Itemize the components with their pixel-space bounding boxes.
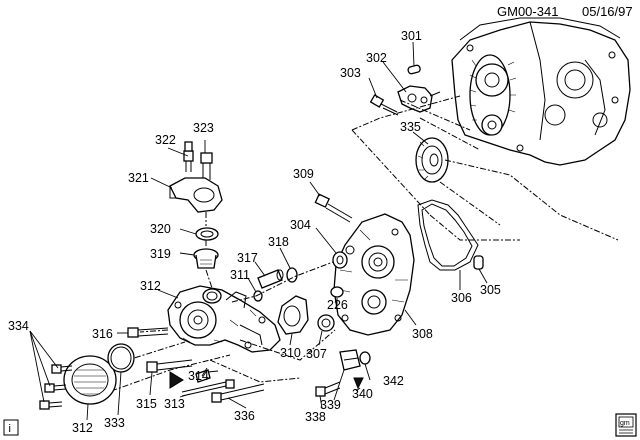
svg-text:gm: gm (620, 420, 630, 427)
arrow-340 (353, 377, 364, 390)
label-226: 226 (327, 298, 348, 312)
label-320: 320 (150, 222, 171, 236)
part-302-tensioner (397, 85, 441, 113)
part-315-stud (146, 359, 193, 373)
label-323: 323 (193, 121, 214, 135)
svg-text:i: i (9, 423, 11, 435)
label-309: 309 (293, 167, 314, 181)
part-323-bolt (200, 152, 213, 180)
label-334: 334 (8, 319, 29, 333)
label-333: 333 (104, 416, 125, 430)
doc-id: GM00-341 (497, 4, 558, 19)
label-310: 310 (280, 346, 301, 360)
label-307: 307 (306, 347, 327, 361)
part-305-dowel (473, 255, 484, 270)
part-338-bolt (315, 381, 341, 397)
label-317: 317 (237, 251, 258, 265)
part-342-oring (359, 351, 371, 365)
gm-logo-icon: gm (615, 413, 637, 437)
info-icon: i (3, 419, 19, 436)
label-313: 313 (164, 397, 185, 411)
part-310-gasket (277, 295, 309, 335)
part-320-gasket (195, 227, 219, 241)
part-317-pipe (257, 269, 284, 289)
label-301: 301 (401, 29, 422, 43)
label-304: 304 (290, 218, 311, 232)
part-303-bolt (369, 94, 399, 116)
label-314: 314 (188, 369, 209, 383)
label-321: 321 (128, 171, 149, 185)
label-315: 315 (136, 397, 157, 411)
part-labels: 301 302 303 335 322 323 321 309 304 320 … (8, 29, 501, 435)
part-318-oring (286, 267, 298, 283)
leader-lines-top (351, 95, 619, 241)
part-312-water-pump (167, 285, 281, 353)
label-342: 342 (383, 374, 404, 388)
part-334-bolts (39, 364, 73, 410)
part-336-bolt (211, 383, 265, 403)
part-308-front-cover (333, 213, 415, 336)
arrow-314 (169, 371, 184, 389)
part-306-gasket (417, 199, 479, 271)
label-338: 338 (305, 410, 326, 424)
label-318: 318 (268, 235, 289, 249)
part-307-seal (317, 314, 335, 332)
part-316-bolt (127, 327, 169, 338)
label-303: 303 (340, 66, 361, 80)
part-335-sprocket (415, 137, 449, 183)
part-309-bolt (314, 193, 353, 223)
part-333-gasket (107, 343, 135, 373)
engine-block (451, 17, 631, 166)
label-312-lower: 312 (72, 421, 93, 435)
callout-lines (29, 41, 488, 421)
label-308: 308 (412, 327, 433, 341)
label-340: 340 (352, 387, 373, 401)
label-311: 311 (230, 268, 250, 282)
label-319: 319 (150, 247, 171, 261)
part-312-pump-cover (63, 355, 117, 405)
label-339: 339 (320, 398, 341, 412)
part-304-seal (332, 251, 348, 269)
label-336: 336 (234, 409, 255, 423)
part-321-thermostat-housing (169, 177, 223, 213)
part-319-thermostat (193, 248, 219, 269)
part-226-plug (330, 286, 344, 298)
doc-date: 05/16/97 (582, 4, 633, 19)
part-311-oring (253, 290, 263, 302)
leader-lines-middle (99, 212, 336, 396)
label-306: 306 (451, 291, 472, 305)
part-339-sensor (339, 349, 361, 371)
part-322-sensor (183, 141, 194, 172)
label-322: 322 (155, 133, 176, 147)
label-335: 335 (400, 120, 421, 134)
label-316: 316 (92, 327, 113, 341)
label-312-upper: 312 (140, 279, 161, 293)
part-301-dowel (407, 64, 421, 75)
label-305: 305 (480, 283, 501, 297)
label-302: 302 (366, 51, 387, 65)
part-314-sensor (195, 369, 219, 383)
